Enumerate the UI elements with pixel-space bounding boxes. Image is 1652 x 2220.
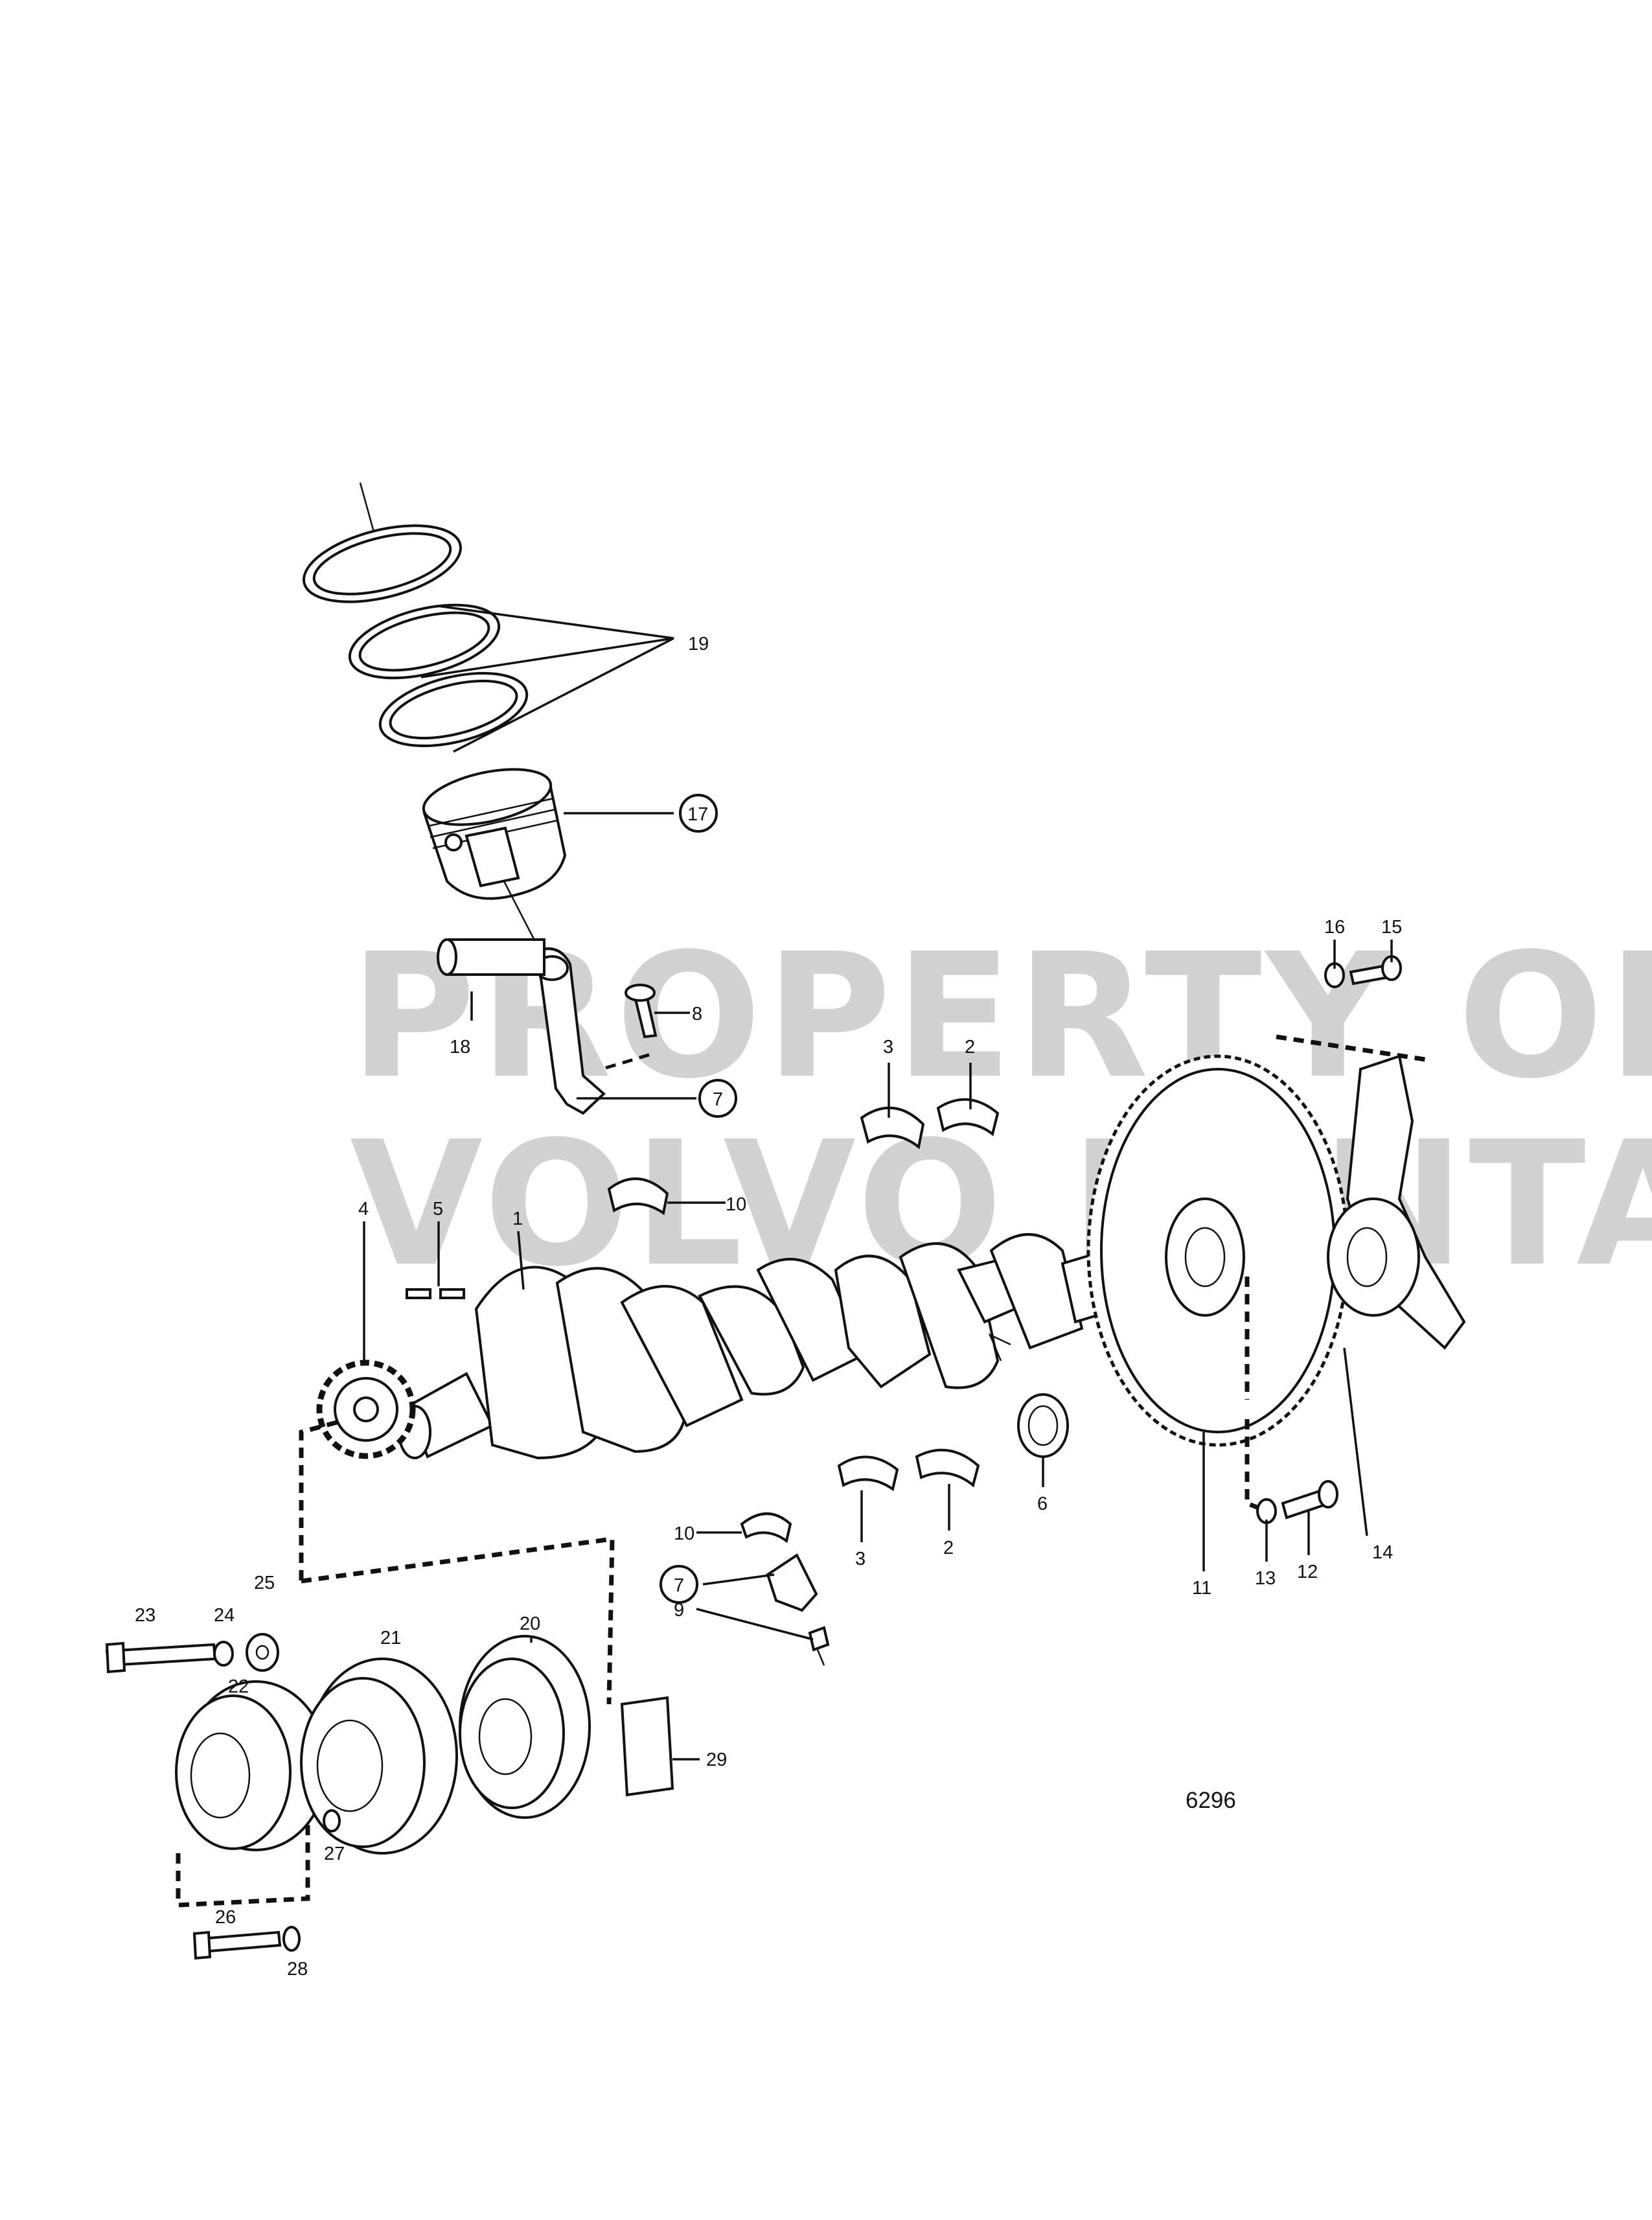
callout-3-upper: 3 — [883, 1037, 893, 1058]
callout-16: 16 — [1324, 917, 1345, 938]
callout-2-lower: 2 — [943, 1538, 954, 1558]
callout-28: 28 — [287, 1959, 308, 1980]
callout-7-circle-lower — [660, 1565, 698, 1604]
callout-17: 17 — [687, 804, 708, 825]
callout-23: 23 — [135, 1605, 155, 1626]
crankshaft — [398, 1233, 1387, 1460]
callout-13: 13 — [1255, 1568, 1276, 1589]
callout-10-upper: 10 — [726, 1194, 746, 1215]
callout-15: 15 — [1381, 917, 1402, 938]
callout-12: 12 — [1297, 1562, 1318, 1582]
callout-26: 26 — [215, 1907, 236, 1928]
callout-27: 27 — [324, 1844, 345, 1864]
drawing-number: 6296 — [1186, 1788, 1236, 1813]
flywheel — [1086, 1054, 1349, 1447]
callout-10-lower: 10 — [674, 1523, 694, 1544]
callout-17-circle — [679, 794, 718, 833]
callout-29: 29 — [706, 1750, 727, 1770]
piston — [422, 768, 567, 900]
callout-18: 18 — [450, 1037, 470, 1058]
callout-21: 21 — [380, 1628, 401, 1648]
callout-1: 1 — [512, 1208, 523, 1229]
callout-11: 11 — [1192, 1578, 1211, 1599]
callout-7-upper: 7 — [713, 1089, 723, 1110]
piston-rings — [303, 482, 529, 748]
connecting-rod — [437, 881, 658, 1115]
callout-2-upper: 2 — [965, 1037, 975, 1058]
callout-7-lower: 7 — [674, 1575, 684, 1596]
callout-8: 8 — [692, 1004, 702, 1024]
seal — [988, 1333, 1069, 1458]
callout-24: 24 — [214, 1605, 235, 1626]
callout-5: 5 — [433, 1199, 443, 1220]
drive-plate — [1276, 1034, 1466, 1350]
callout-3-lower: 3 — [855, 1549, 866, 1569]
callout-19: 19 — [688, 634, 709, 654]
callout-numbers: 19 17 8 7 10 18 3 2 1 5 4 16 15 6 3 2 10… — [135, 634, 1402, 1980]
callout-6: 6 — [1037, 1494, 1048, 1514]
callout-4: 4 — [358, 1199, 369, 1220]
leader-lines — [363, 605, 1393, 1761]
callout-20: 20 — [520, 1613, 540, 1634]
callout-25: 25 — [254, 1573, 275, 1593]
bearing-shells — [607, 1098, 1000, 1666]
keys-and-sprocket — [316, 1288, 465, 1459]
front-pulleys — [105, 1420, 674, 1960]
callout-14: 14 — [1372, 1542, 1393, 1563]
callout-9: 9 — [674, 1600, 684, 1621]
callout-22: 22 — [228, 1676, 249, 1697]
callout-7-circle-upper — [698, 1079, 737, 1118]
flywheel-bolts — [1245, 955, 1402, 1524]
